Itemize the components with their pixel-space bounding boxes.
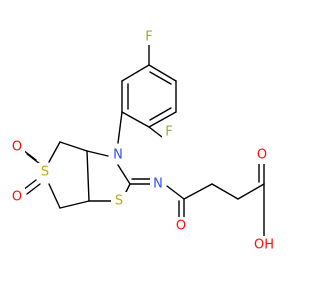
bond xyxy=(59,141,88,152)
bond xyxy=(26,183,41,195)
bond xyxy=(22,179,37,191)
nitrogen-label-ring: N xyxy=(113,148,123,163)
molecule-structure-diagram: F F N N S O O S O O OH xyxy=(9,29,276,254)
bond xyxy=(148,126,163,138)
hydroxyl-label-acid: OH xyxy=(254,238,274,253)
bond xyxy=(166,185,185,200)
bond xyxy=(48,183,61,209)
bond xyxy=(117,164,131,185)
bond xyxy=(148,64,177,82)
oxygen-label-sulfone-top: O xyxy=(12,140,22,155)
bond xyxy=(117,111,123,144)
bond xyxy=(149,71,172,85)
bond xyxy=(149,107,172,121)
bond xyxy=(148,111,177,128)
fluorine-label-top: F xyxy=(145,30,152,45)
bonds-layer xyxy=(22,43,265,241)
bond xyxy=(26,153,41,165)
nitrogen-label-imine: N xyxy=(153,177,163,192)
bond xyxy=(211,183,239,200)
oxygen-label-acid-carbonyl: O xyxy=(257,148,267,163)
bond xyxy=(22,149,37,161)
bond xyxy=(121,64,150,82)
bond xyxy=(121,111,150,128)
bond xyxy=(86,150,109,157)
bond xyxy=(48,141,61,163)
oxygen-label-sulfone-bottom: O xyxy=(12,190,22,205)
sulfur-label-thiazolidine: S xyxy=(115,194,123,209)
fluorine-label-ortho: F xyxy=(165,125,172,140)
bond xyxy=(59,200,90,209)
bond xyxy=(237,183,265,200)
bond xyxy=(183,183,213,200)
oxygen-label-ketone: O xyxy=(176,219,186,234)
atom-labels-layer: F F N N S O O S O O OH xyxy=(9,29,276,254)
bond xyxy=(86,150,90,202)
sulfur-label-sulfone: S xyxy=(41,165,49,180)
